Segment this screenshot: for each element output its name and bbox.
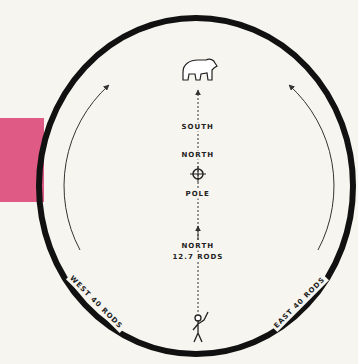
- north-arrow: [198, 226, 199, 240]
- label: POLE: [184, 190, 213, 199]
- west-arc: [64, 85, 109, 250]
- label: SOUTH: [180, 123, 217, 132]
- bear-figure: [183, 59, 217, 80]
- hunter-figure: [193, 312, 208, 342]
- label: NORTH: [180, 242, 217, 251]
- pole-symbol: [190, 166, 206, 182]
- label: 12.7 RODS: [171, 253, 226, 262]
- east-arc: [289, 85, 334, 250]
- label: NORTH: [180, 151, 217, 160]
- label: EAST 40 RODS: [271, 274, 329, 332]
- outer-circle: [39, 18, 353, 354]
- label: WEST 40 RODS: [66, 273, 126, 333]
